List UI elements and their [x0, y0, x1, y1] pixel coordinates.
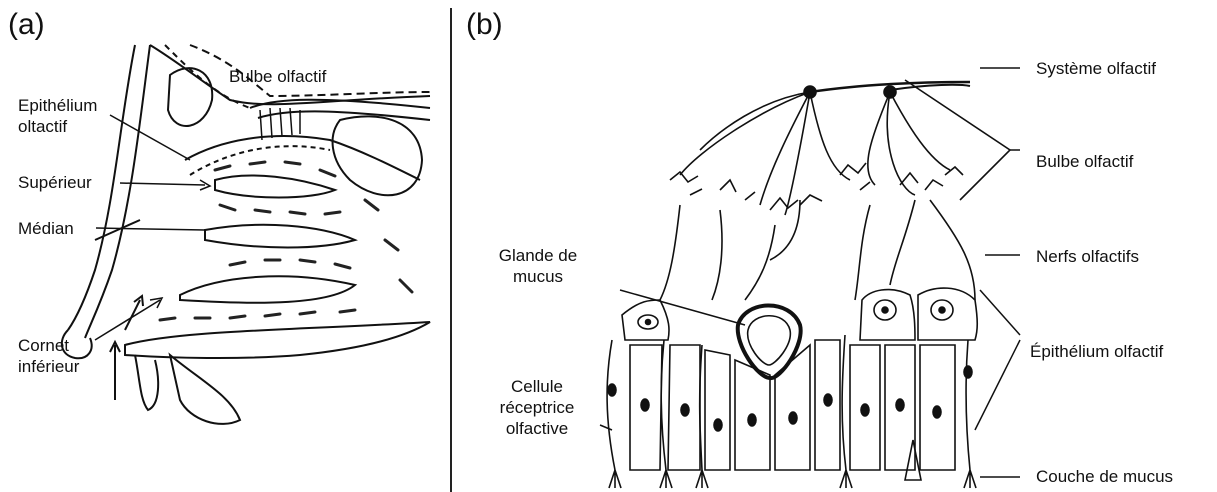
label-glande-line1: Glande de — [488, 245, 588, 266]
label-epithelium-olfactif: Épithélium olfactif — [1030, 341, 1163, 362]
label-bulbe-olfactif-b: Bulbe olfactif — [1036, 151, 1133, 172]
label-couche-de-mucus: Couche de mucus — [1036, 466, 1173, 487]
label-nerfs-olfactifs: Nerfs olfactifs — [1036, 246, 1139, 267]
label-cellule-line3: olfactive — [482, 418, 592, 439]
label-cellule-line1: Cellule — [482, 376, 592, 397]
label-systeme-olfactif: Système olfactif — [1036, 58, 1156, 79]
label-glande-line2: mucus — [488, 266, 588, 287]
label-cellule-line2: réceptrice — [482, 397, 592, 418]
